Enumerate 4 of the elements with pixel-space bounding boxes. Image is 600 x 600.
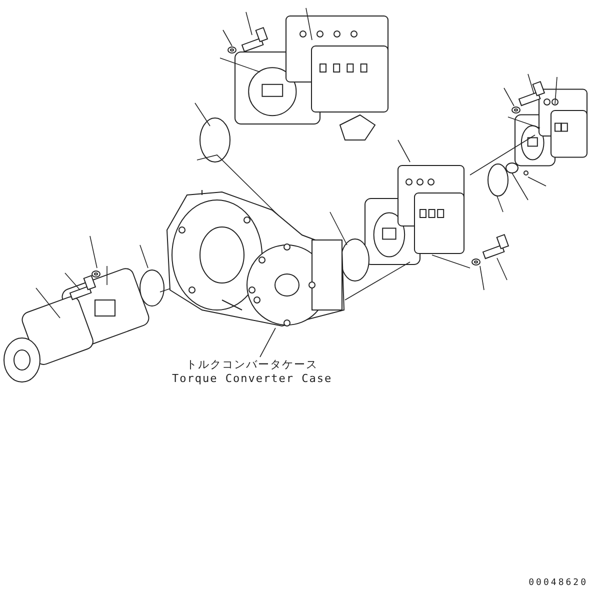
part-name: Torque Converter Case <box>172 372 332 385</box>
drawing-number: 00048620 <box>528 578 588 588</box>
leader-line <box>260 328 276 358</box>
part-name: トルクコンバータケース <box>185 357 319 372</box>
